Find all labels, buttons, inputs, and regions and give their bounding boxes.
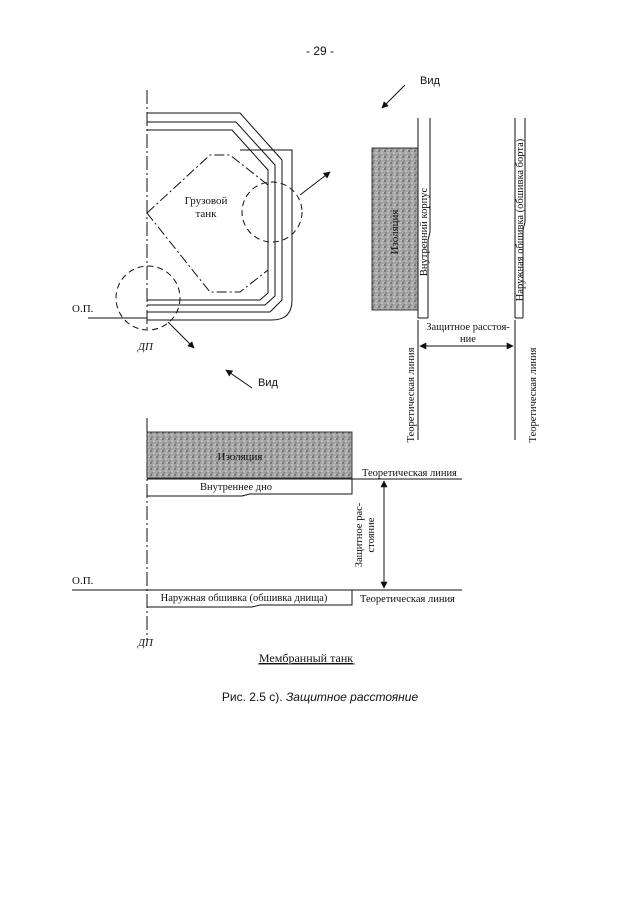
tank-section [88,84,406,389]
inner-bottom-plate [147,478,353,497]
outer-side-plate [514,118,526,318]
side-protective-label-2: ние [460,334,476,345]
inner-hull-label: Внутренний корпус [419,188,430,277]
arrow-bottom [167,321,195,349]
inner-bottom-label: Внутреннее дно [200,482,272,493]
outer-bottom-plate [147,589,353,608]
vid-label-top: Вид [420,75,440,87]
side-insulation [371,147,419,311]
vid-label-bottom: Вид [258,377,278,389]
theoretical-label-inner: Теоретическая линия [406,347,417,442]
arrow-vid-top [381,84,406,109]
detail-circle-bottom [115,265,181,331]
bottom-insulation [146,431,353,479]
dp-label-bottom: ДП [137,637,154,649]
theoretical-label-outer: Теоретическая линия [528,347,539,442]
side-insulation-label: Изоляция [389,210,401,255]
inner-hull-plate [417,118,431,318]
outer-side-label: Наружная обшивка (обшивка борта) [515,138,526,301]
membrane-tank-label: Мембранный танк [259,651,353,665]
caption-prefix: Рис. 2.5 c). [221,690,283,704]
figure-caption: Рис. 2.5 c). Защитное расстояние [0,690,640,704]
theoretical-label-top: Теоретическая линия [362,468,457,479]
side-detail: Изоляция Внутренний корпус Наружная обши… [371,118,539,442]
cargo-tank-octagon [146,154,269,293]
cargo-tank-label-2: танк [195,208,217,220]
cargo-tank-label-1: Грузовой [185,195,228,207]
op-label-bottom: О.П. [72,575,94,587]
theoretical-label-bottom: Теоретическая линия [360,594,455,605]
page-number: - 29 - [305,44,334,58]
caption-title: Защитное расстояние [285,690,419,704]
side-protective-label-1: Защитное расстоя- [426,322,510,333]
arrow-vid-bottom [225,369,253,389]
inner-hull-outline [147,112,283,313]
bottom-detail: Изоляция Внутреннее дно Наружная обшивка… [72,418,462,665]
op-label-top: О.П. [72,303,94,315]
outer-bottom-label: Наружная обшивка (обшивка днища) [161,593,328,604]
bottom-protective-label-1: Защитное рас- [354,502,365,567]
dp-label-top: ДП [137,341,154,353]
detail-circle-side [241,181,303,243]
bottom-protective-label-2: стояние [366,517,377,552]
bottom-insulation-label: Изоляция [218,451,263,463]
outer-hull-outline [147,149,293,321]
arrow-side [299,171,331,196]
